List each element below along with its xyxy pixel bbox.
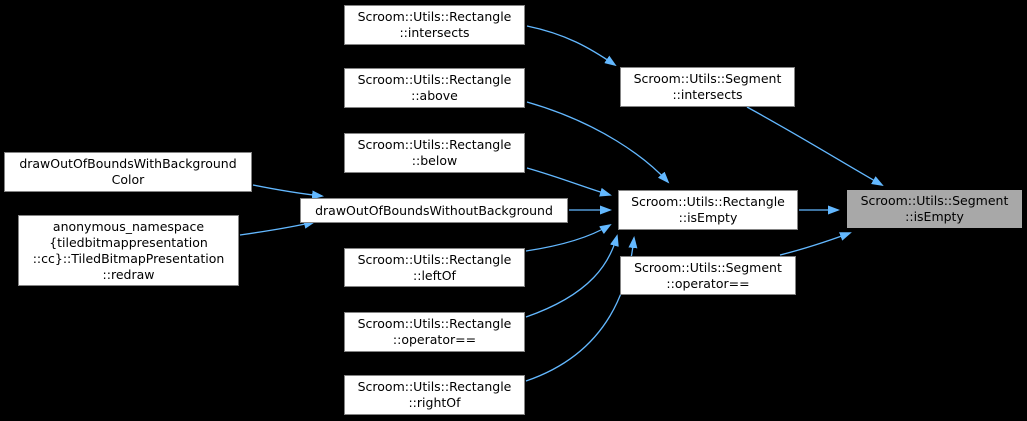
node-label-line: Scroom::Utils::Segment (634, 259, 782, 275)
node-label-line: {tiledbitmappresentation (49, 234, 208, 250)
node-label-line: ::operator== (392, 332, 477, 347)
node-label-line: ::intersects (672, 87, 743, 102)
node-label-line: Scroom::Utils::Rectangle (357, 137, 512, 152)
node-label-line: ::rightOf (408, 395, 461, 410)
node-rectangle-above[interactable]: Scroom::Utils::Rectangle ::above (344, 68, 525, 108)
node-label-line: drawOutOfBoundsWithoutBackground (315, 202, 553, 218)
node-rectangle-below[interactable]: Scroom::Utils::Rectangle ::below (344, 133, 525, 173)
node-tiledbitmappresentation-redraw[interactable]: anonymous_namespace {tiledbitmappresenta… (18, 215, 239, 286)
node-rectangle-intersects[interactable]: Scroom::Utils::Rectangle ::intersects (344, 5, 525, 45)
node-label-line: ::isEmpty (905, 209, 964, 224)
node-segment-intersects[interactable]: Scroom::Utils::Segment ::intersects (620, 67, 795, 107)
node-label-line: Scroom::Utils::Rectangle (357, 379, 512, 394)
node-rectangle-leftof[interactable]: Scroom::Utils::Rectangle ::leftOf (344, 248, 525, 287)
edge-segment-intersects-to-segment-isempty (746, 106, 884, 186)
edge-segment-operator-eq-to-segment-isempty (779, 232, 852, 256)
node-label-line: Scroom::Utils::Rectangle (357, 72, 512, 87)
node-label-line: ::below (411, 153, 458, 168)
node-draw-out-of-bounds-with-background-color[interactable]: drawOutOfBoundsWithBackground Color (4, 152, 252, 192)
node-label-line: Color (111, 172, 145, 187)
node-label-line: Scroom::Utils::Segment (860, 193, 1009, 208)
node-label-line: ::operator== (666, 275, 750, 291)
node-segment-operator-eq[interactable]: Scroom::Utils::Segment ::operator== (620, 256, 796, 295)
edge-drawoutofboundswithbackgroundcolor-to-drawoutofboundswithoutbackground (252, 184, 324, 200)
node-label-line: ::cc}::TiledBitmapPresentation (32, 250, 225, 266)
edge-redraw-to-drawoutofboundswithoutbackground (239, 219, 316, 236)
edge-rectangle-above-to-rectangle-isempty (526, 101, 670, 184)
node-label-line: ::isEmpty (678, 210, 738, 225)
edge-rectangle-below-to-rectangle-isempty (526, 167, 612, 197)
node-label-line: Scroom::Utils::Rectangle (357, 9, 512, 24)
node-label-line: Scroom::Utils::Rectangle (357, 316, 512, 331)
node-label-line: ::leftOf (413, 267, 456, 283)
node-label-line: drawOutOfBoundsWithBackground (19, 156, 237, 171)
node-draw-out-of-bounds-without-background[interactable]: drawOutOfBoundsWithoutBackground (300, 198, 568, 223)
node-rectangle-isempty[interactable]: Scroom::Utils::Rectangle ::isEmpty (618, 190, 798, 230)
node-label-line: Scroom::Utils::Segment (633, 71, 782, 86)
edge-rectangle-operator-eq-to-rectangle-isempty (525, 234, 619, 318)
node-label-line: Scroom::Utils::Rectangle (357, 251, 512, 267)
edge-rectangle-rightof-to-rectangle-isempty (525, 236, 638, 382)
edge-rectangle-intersects-to-segment-intersects (526, 25, 617, 67)
node-label-line: anonymous_namespace (52, 218, 205, 234)
node-rectangle-operator-eq[interactable]: Scroom::Utils::Rectangle ::operator== (344, 312, 525, 352)
node-label-line: ::above (411, 88, 458, 103)
node-rectangle-rightof[interactable]: Scroom::Utils::Rectangle ::rightOf (344, 375, 525, 415)
node-label-line: ::intersects (399, 25, 470, 40)
node-label-line: Scroom::Utils::Rectangle (631, 194, 785, 209)
edge-rectangle-leftof-to-rectangle-isempty (525, 223, 612, 252)
node-segment-isempty: Scroom::Utils::Segment ::isEmpty (846, 189, 1023, 229)
node-label-line: ::redraw (102, 266, 155, 282)
